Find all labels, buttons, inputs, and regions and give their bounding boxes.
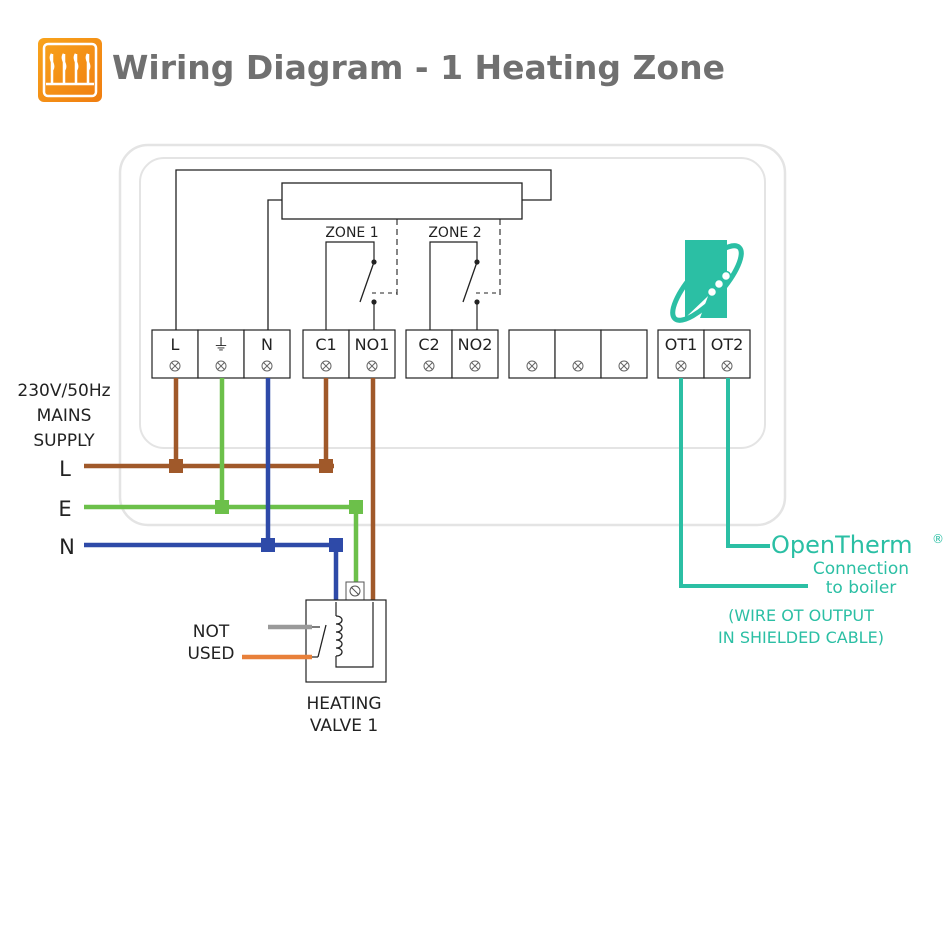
valve-label-line2: VALVE 1 bbox=[310, 716, 378, 736]
ot2-wire bbox=[728, 378, 770, 546]
terminal-label: NO2 bbox=[458, 335, 493, 354]
internal-neutral-line bbox=[268, 200, 282, 330]
terminal-block5-1: OT2 bbox=[704, 330, 750, 378]
shielded-cable-note-line1: (WIRE OT OUTPUT bbox=[728, 606, 874, 625]
mains-label: MAINS bbox=[37, 406, 92, 426]
terminal-block2-1: NO1 bbox=[349, 330, 395, 378]
zone1-relay: ZONE 1 bbox=[325, 219, 397, 330]
not-label: NOT bbox=[193, 622, 230, 642]
terminal-blocks: L ⏚ N C1 NO1 C2 NO2 OT1 OT2 bbox=[152, 330, 750, 378]
terminal-label: N bbox=[261, 335, 273, 354]
terminal-label: OT1 bbox=[665, 335, 698, 354]
terminal-label: OT2 bbox=[711, 335, 744, 354]
terminal-label: C2 bbox=[418, 335, 439, 354]
zone2-label: ZONE 2 bbox=[428, 225, 481, 241]
terminal-block1-0: L bbox=[152, 330, 198, 378]
mains-voltage-label: 230V/50Hz bbox=[17, 381, 110, 401]
terminal-block1-1: ⏚ bbox=[198, 330, 244, 378]
zone2-relay: ZONE 2 bbox=[428, 219, 500, 330]
terminal-block1-2: N bbox=[244, 330, 290, 378]
terminal-label: NO1 bbox=[355, 335, 390, 354]
terminal-label: C1 bbox=[315, 335, 336, 354]
heating-valve bbox=[242, 582, 386, 682]
opentherm-logo-icon bbox=[663, 237, 751, 330]
terminal-unused-2 bbox=[601, 330, 647, 378]
opentherm-registered-mark: ® bbox=[932, 532, 944, 546]
connection-label: Connection bbox=[813, 559, 909, 579]
terminal-block3-1: NO2 bbox=[452, 330, 498, 378]
terminal-label: L bbox=[171, 335, 180, 354]
terminal-unused-0 bbox=[509, 330, 555, 378]
terminal-unused-1 bbox=[555, 330, 601, 378]
valve-label-line1: HEATING bbox=[306, 694, 381, 714]
supply-label: SUPPLY bbox=[33, 431, 95, 451]
live-label: L bbox=[59, 457, 71, 481]
terminal-block2-0: C1 bbox=[303, 330, 349, 378]
terminal-block3-0: C2 bbox=[406, 330, 452, 378]
shielded-cable-note-line2: IN SHIELDED CABLE) bbox=[718, 628, 884, 647]
terminal-label: ⏚ bbox=[213, 335, 229, 354]
used-label: USED bbox=[187, 644, 234, 664]
zone1-label: ZONE 1 bbox=[325, 225, 378, 241]
neutral-label: N bbox=[59, 535, 75, 559]
earth-label: E bbox=[58, 497, 71, 521]
opentherm-brand-label: OpenTherm bbox=[771, 531, 913, 559]
control-module bbox=[282, 183, 522, 219]
terminal-block5-0: OT1 bbox=[658, 330, 704, 378]
to-boiler-label: to boiler bbox=[826, 578, 897, 598]
